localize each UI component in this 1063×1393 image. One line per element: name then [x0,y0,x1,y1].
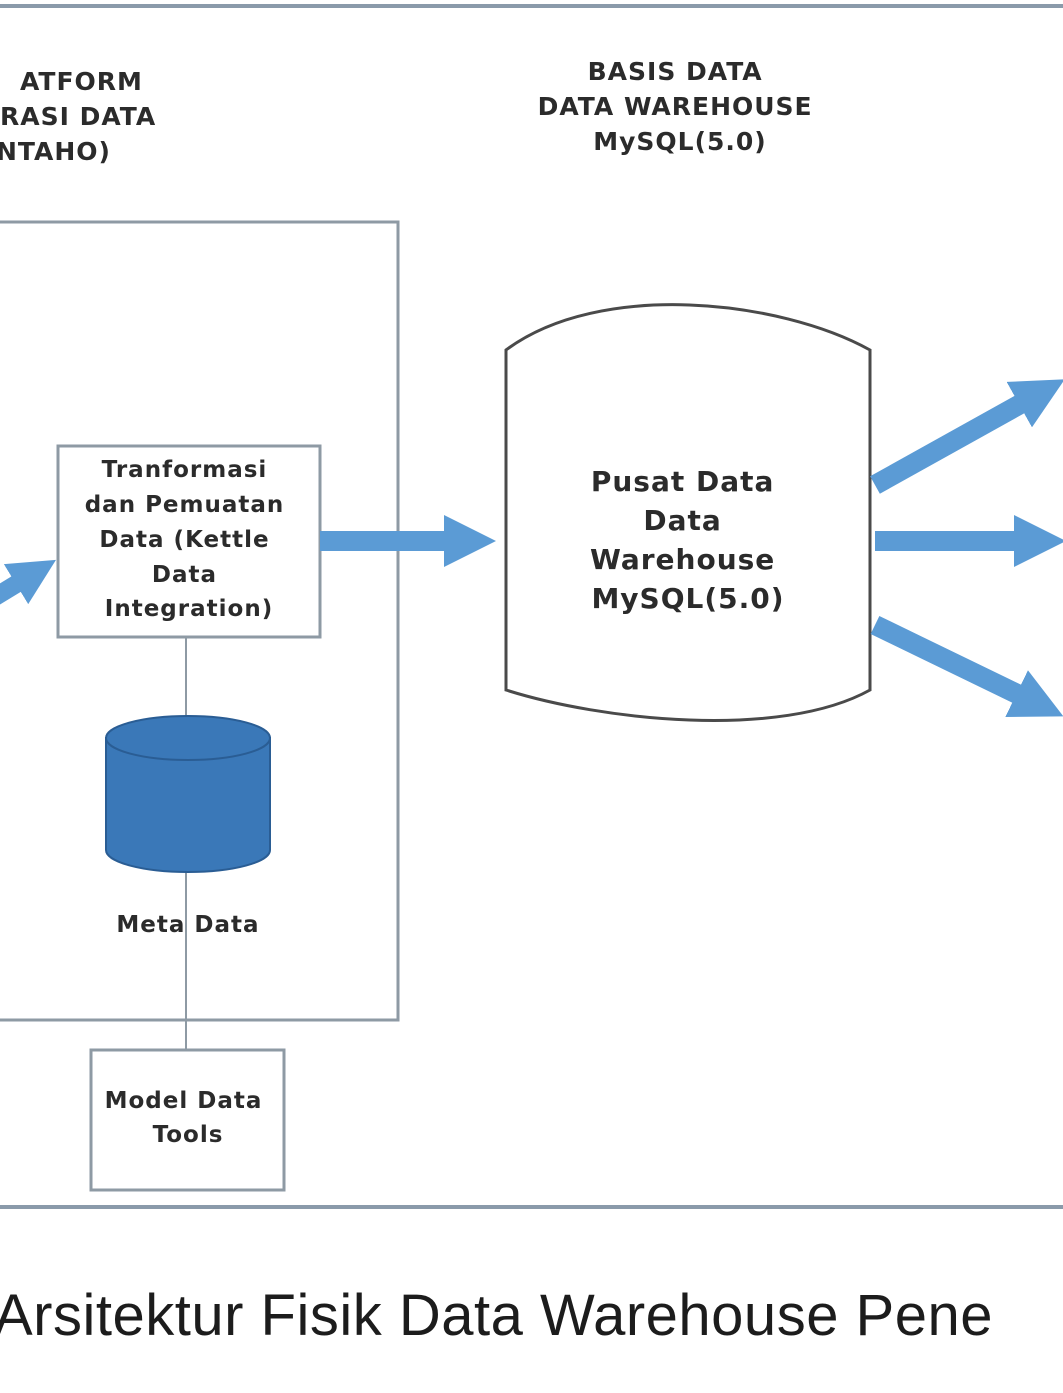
transform-box [56,444,322,639]
warehouse-cylinder-text: Pusat Data Data Warehouse MySQL(5.0) [590,465,786,615]
database-heading: BASIS DATA DATA WAREHOUSE MySQL(5.0) [538,57,823,156]
warehouse-cylinder-line: MySQL(5.0) [591,582,784,615]
platform-heading: ATFORM RASI DATA NTAHO) [0,67,166,166]
transform-box-line: Integration) [105,596,273,622]
transform-box-text: Tranformasi dan Pemuatan Data (Kettle Da… [85,457,294,622]
arrow-warehouse-out-lower [870,616,1063,718]
warehouse-cylinder-line: Warehouse [590,543,775,576]
warehouse-cylinder-line: Pusat Data [591,465,775,498]
frame-bottom-rule [0,1205,1063,1209]
platform-heading-line: NTAHO) [0,137,111,166]
transform-box-line: Tranformasi [102,457,268,483]
model-tools-box-line: Model Data [105,1088,263,1114]
model-tools-box-line: Tools [153,1122,224,1148]
transform-box-line: Data (Kettle [99,527,269,553]
database-heading-line: DATA WAREHOUSE [538,92,813,121]
figure-caption: Arsitektur Fisik Data Warehouse Pene [0,1283,994,1348]
transform-box-line: Data [152,562,217,588]
database-heading-line: BASIS DATA [588,57,763,86]
metadata-label: Meta Data [116,912,259,938]
warehouse-cylinder [504,303,872,722]
integration-platform-container [0,220,400,1022]
model-tools-box-text: Model Data Tools [105,1088,272,1148]
metadata-cylinder [105,715,271,873]
frame-top-rule [0,4,1063,8]
warehouse-cylinder-line: Data [643,504,721,537]
arrow-warehouse-out-upper [870,379,1063,494]
incoming-arrow [0,559,56,605]
platform-heading-line: RASI DATA [0,102,156,131]
model-tools-box [89,1048,286,1192]
platform-heading-line: ATFORM [20,67,143,96]
database-heading-line: MySQL(5.0) [593,127,767,156]
transform-box-line: dan Pemuatan [85,492,285,518]
